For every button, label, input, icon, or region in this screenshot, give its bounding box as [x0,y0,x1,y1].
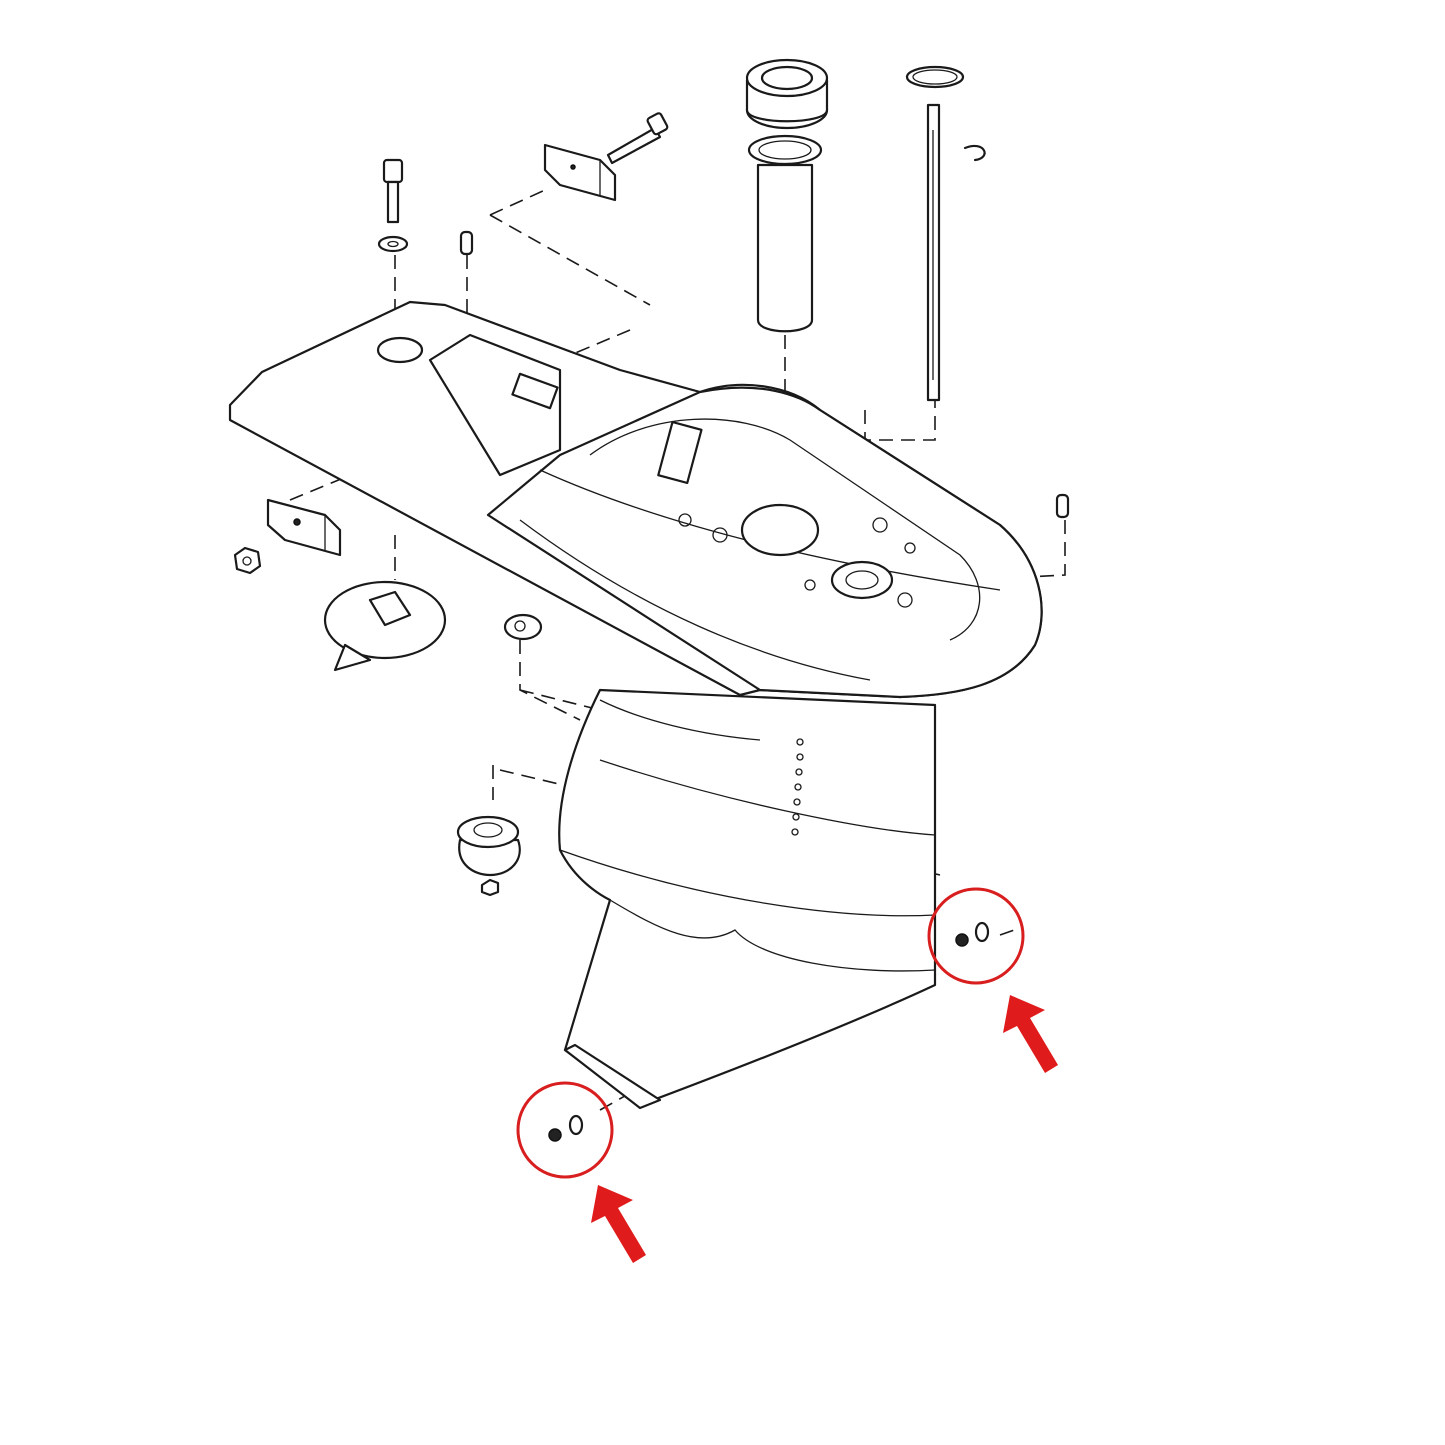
bolt-left [377,158,409,253]
trim-tab-anode [323,580,447,672]
dowel-pin [459,230,474,256]
anode-block-side [266,498,342,557]
arrow-icon [591,995,1058,1263]
drain-screw-upper [955,921,990,947]
clip [963,145,986,162]
water-intake-holes [791,738,804,836]
o-ring [905,65,965,89]
water-tube [747,134,823,333]
grommet [456,815,521,897]
highlight-circle-upper [927,887,1025,985]
gearcase-housing [558,688,937,1110]
drain-screw-lower [548,1114,584,1142]
nut-center [503,613,543,641]
anode-block-top [543,143,617,202]
nut [233,546,262,575]
highlight-circle-lower [516,1081,614,1179]
bolt-top [606,112,669,165]
dowel-pin-right [1055,493,1070,519]
gearcase-top-plate [228,300,1043,699]
bearing [745,58,829,130]
drive-shaft [926,103,941,402]
